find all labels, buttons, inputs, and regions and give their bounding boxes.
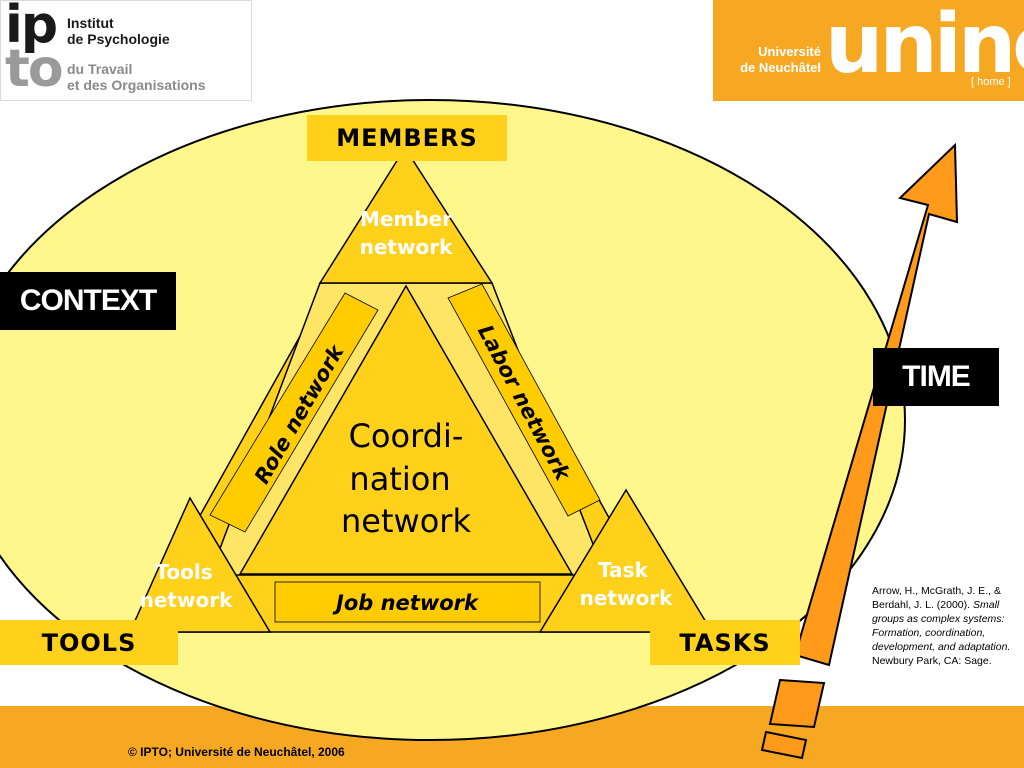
logo-line-travail: du Travail	[67, 61, 133, 77]
logo-line-institut: Institut	[67, 15, 114, 31]
coordination-line-2: nation	[349, 460, 450, 498]
member-network-line-1: Member	[360, 207, 452, 231]
logo-line-organisations: et des Organisations	[67, 77, 206, 93]
logo-mark-to: to	[5, 39, 64, 99]
tools-network-line-2: network	[140, 588, 233, 612]
university-name: Université de Neuchâtel	[721, 44, 821, 76]
context-label: CONTEXT	[0, 272, 176, 330]
coordination-line-3: network	[341, 502, 471, 540]
home-link[interactable]: [ home ]	[971, 76, 1011, 88]
time-arrow-dash-2	[760, 730, 808, 760]
time-arrow-dash-1	[768, 678, 826, 729]
member-triangle	[318, 146, 494, 284]
tasks-label: TASKS	[650, 620, 800, 665]
tools-label: TOOLS	[0, 620, 178, 665]
role-network-band	[209, 292, 379, 533]
copyright-text: © IPTO; Université de Neuchâtel, 2006	[128, 745, 345, 759]
reference-publisher: Newbury Park, CA: Sage.	[872, 655, 992, 667]
task-triangle	[538, 488, 714, 633]
university-line-2: de Neuchâtel	[740, 60, 821, 75]
unine-mark: unine	[825, 0, 1024, 92]
logo-line-psychologie: de Psychologie	[67, 31, 170, 47]
unine-logo[interactable]: Université de Neuchâtel unine [ home ]	[713, 0, 1024, 101]
labor-network-band	[447, 283, 601, 517]
ipto-mark: ip to	[5, 0, 64, 99]
task-network-line-1: Task	[598, 558, 648, 582]
logo-mark-ip: ip	[5, 0, 58, 55]
job-network-label: Job network	[332, 591, 480, 615]
member-network-line-2: network	[360, 235, 453, 259]
time-label: TIME	[873, 348, 999, 406]
tools-triangle	[128, 496, 272, 633]
ipto-logo[interactable]: ip to Institut de Psychologie du Travail…	[0, 0, 252, 101]
task-network-line-2: network	[580, 586, 673, 610]
reference-title: Small groups as complex systems: Formati…	[872, 599, 1011, 653]
coordination-line-1: Coordi-	[349, 417, 464, 455]
members-label: MEMBERS	[307, 115, 507, 161]
reference-authors: Arrow, H., McGrath, J. E., & Berdahl, J.…	[872, 585, 1001, 611]
university-line-1: Université	[758, 44, 821, 59]
coordination-triangle	[238, 284, 574, 575]
reference-citation: Arrow, H., McGrath, J. E., & Berdahl, J.…	[872, 584, 1020, 668]
job-network-band	[274, 581, 541, 623]
tools-network-line-1: Tools	[155, 560, 212, 584]
